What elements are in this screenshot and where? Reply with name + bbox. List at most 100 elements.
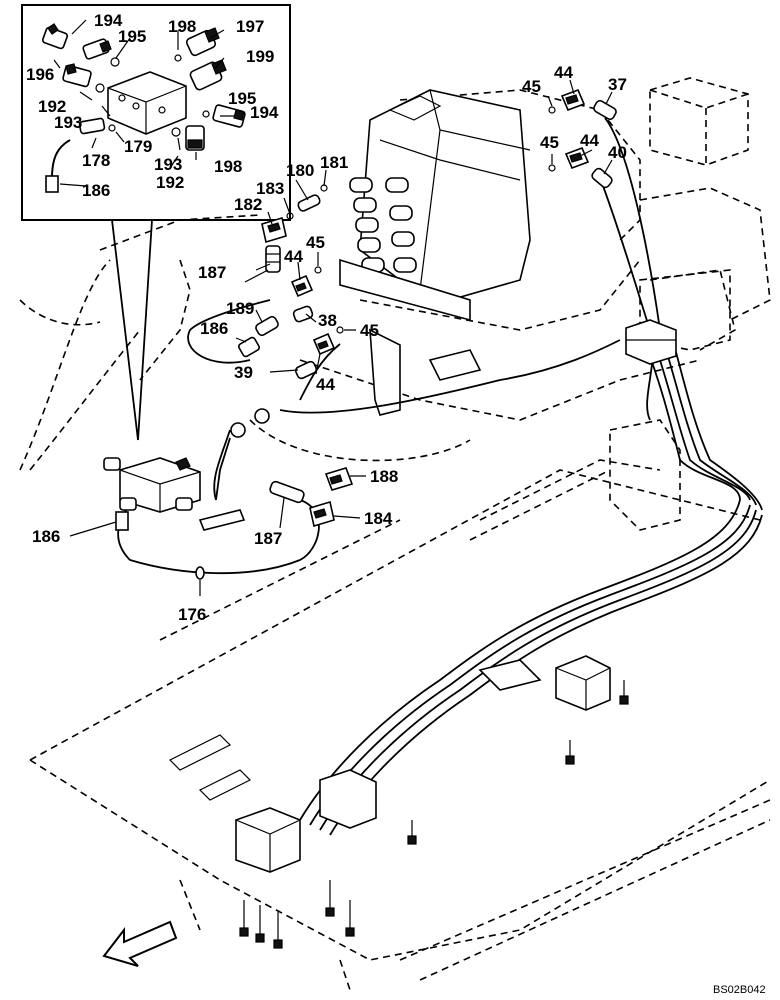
fitting-188 [324,467,354,491]
callout-198-bottom: 198 [214,157,242,176]
inset-valve-block [107,71,187,135]
oring-195b [202,110,210,118]
callout-44-mid: 44 [284,247,303,266]
callout-195: 195 [118,27,146,46]
oring-198 [174,54,182,62]
clamp-plate [428,349,482,381]
callout-186-inset: 186 [82,181,110,200]
fitting-39 [294,360,318,380]
callout-197: 197 [236,17,264,36]
front-direction-arrow-icon [102,920,178,967]
oring-193b [171,127,181,137]
fitting-44-lower [312,332,336,356]
pipe-bracket [198,509,246,531]
oring-195 [110,57,120,67]
callout-45-mid: 45 [306,233,325,252]
fitting-180 [297,194,321,212]
callout-176: 176 [178,605,206,624]
callout-184: 184 [364,509,393,528]
fitting-187-top [265,245,281,273]
callout-195-right: 195 [228,89,256,108]
fitting-192-left [62,63,92,88]
callout-45-lower: 45 [360,321,379,340]
callout-183: 183 [256,179,284,198]
fitting-44-mid [290,274,314,298]
callout-labels: 194 195 196 198 197 199 192 193 195 194 … [26,11,627,624]
fitting-197 [185,27,220,57]
oring-45-mid [314,266,322,274]
callout-193-bottom: 193 [154,155,182,174]
callout-182: 182 [234,195,262,214]
pilot-hoses [117,117,763,836]
base-slot-2 [198,769,252,801]
drawing-code: BS02B042 [713,984,766,996]
fitting-199 [189,59,227,91]
callout-178: 178 [82,151,110,170]
fitting-38 [292,305,314,323]
fitting-184 [309,500,335,528]
callout-40: 40 [608,143,627,162]
callout-45-top: 45 [522,77,541,96]
callout-37: 37 [608,75,627,94]
fitting-44-right [564,146,590,170]
hose-clamp [625,319,677,365]
hose-186-inset [45,139,71,193]
tee-fitting-1 [230,422,246,438]
support-bracket [369,328,401,416]
lower-valve-block [103,457,205,580]
base-slot-1 [168,734,232,771]
oring-45-right [548,164,556,172]
callout-39: 39 [234,363,253,382]
callout-193: 193 [54,113,82,132]
fitting-196 [41,23,69,50]
callout-192: 192 [38,97,66,116]
callout-188: 188 [370,467,398,486]
callout-194-right: 194 [250,103,279,122]
fitting-37 [593,99,617,121]
valve-bracket [339,258,471,322]
fitting-182 [261,216,287,244]
callout-187-lower: 187 [254,529,282,548]
callout-192-bottom: 192 [156,173,184,192]
callout-181: 181 [320,153,348,172]
inset-leader [111,219,153,441]
fitting-198-bottom [185,125,205,151]
clip-176 [195,566,205,580]
callout-45-right: 45 [540,133,559,152]
fitting-187-lower [269,480,305,504]
fitting-44-top [560,88,586,112]
tee-fitting-2 [254,408,270,424]
callout-187-upper: 187 [198,263,226,282]
fitting-186-main [238,315,279,358]
inset-detail [21,4,291,441]
floor-pedal-valves [235,655,629,949]
callout-196: 196 [26,65,54,84]
oring-45-lower [336,326,344,334]
callout-198: 198 [168,17,196,36]
oring-179 [108,124,116,132]
callout-186-main: 186 [200,319,228,338]
oring-45-top [548,106,556,114]
callout-38: 38 [318,311,337,330]
fitting-178 [78,117,106,135]
main-fittings [198,88,617,531]
callout-44-right: 44 [580,131,599,150]
machine-outline [19,77,771,991]
oring-193 [95,83,105,93]
pipe-189 [215,437,231,501]
callout-194: 194 [94,11,123,30]
callout-179: 179 [124,137,152,156]
callout-44-top: 44 [554,63,573,82]
callout-189: 189 [226,299,254,318]
callout-186-lower: 186 [32,527,60,546]
fitting-194-top [82,38,112,60]
leader-lines [69,79,613,596]
callout-199: 199 [246,47,274,66]
callout-44-lower: 44 [316,375,335,394]
valve-spool-caps [349,177,417,273]
fitting-40 [591,167,613,189]
control-valve [339,89,531,416]
callout-180: 180 [286,161,314,180]
bolts [239,680,629,949]
